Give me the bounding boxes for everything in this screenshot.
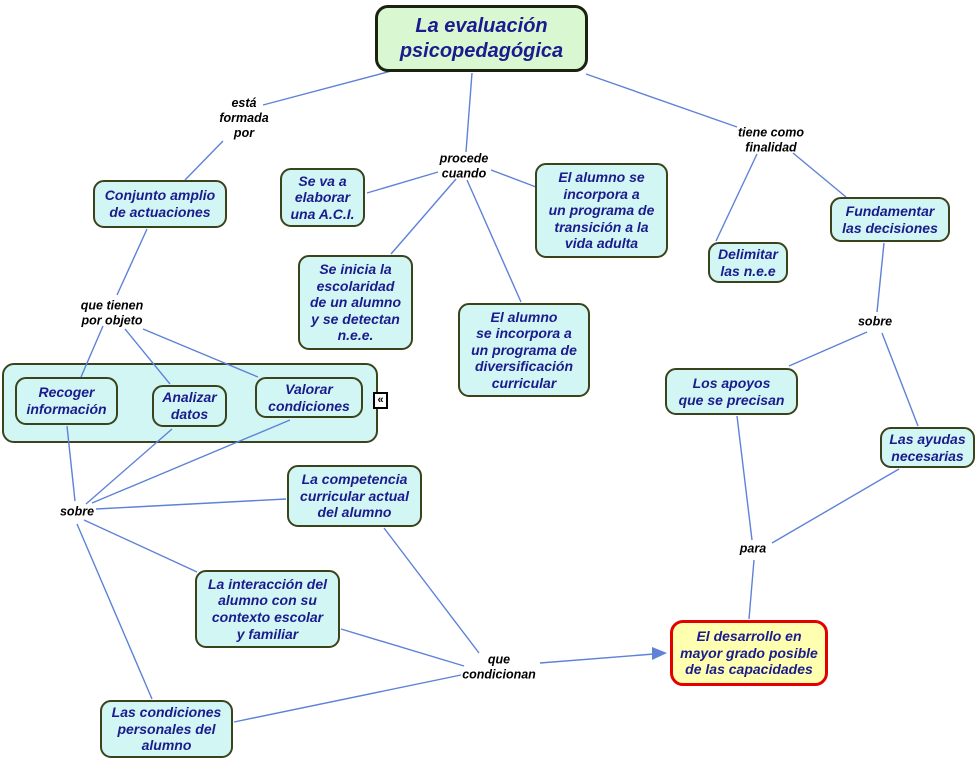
edge-label-que-condicionan: que condicionan <box>462 652 536 681</box>
node-conjunto-amplio[interactable]: Conjunto amplio de actuaciones <box>93 180 227 228</box>
node-title[interactable]: La evaluación psicopedagógica <box>375 5 588 72</box>
collapse-toggle-button[interactable]: « <box>373 392 388 409</box>
arrowhead-icon <box>652 647 667 660</box>
node-recoger-informacion[interactable]: Recoger información <box>15 377 118 425</box>
connector-arrow-line <box>539 653 655 664</box>
connector-line <box>748 559 755 620</box>
edge-label-sobre-left: sobre <box>59 504 95 519</box>
node-valorar-condiciones[interactable]: Valorar condiciones <box>255 377 363 418</box>
connector-line <box>490 169 537 188</box>
node-analizar-datos[interactable]: Analizar datos <box>152 385 227 427</box>
connector-line <box>585 73 738 128</box>
connector-line <box>83 519 198 573</box>
connector-line <box>262 68 400 106</box>
edge-label-que-tienen-por-objeto: que tienen por objeto <box>80 298 144 327</box>
connector-line <box>390 178 457 255</box>
node-inicia-escolaridad[interactable]: Se inicia la escolaridad de un alumno y … <box>298 255 413 350</box>
node-desarrollo-capacidades[interactable]: El desarrollo en mayor grado posible de … <box>670 620 828 686</box>
edge-label-procede-cuando: procede cuando <box>439 151 489 180</box>
node-fundamentar-decisiones[interactable]: Fundamentar las decisiones <box>830 197 950 242</box>
edge-label-para: para <box>739 541 767 556</box>
connector-line <box>715 153 758 242</box>
connector-line <box>466 179 522 303</box>
connector-line <box>233 674 462 723</box>
node-se-va-a-elaborar-aci[interactable]: Se va a elaborar una A.C.I. <box>280 168 365 227</box>
connector-line <box>95 498 287 510</box>
connector-line <box>788 331 868 367</box>
connector-line <box>792 152 847 198</box>
node-ayudas-necesarias[interactable]: Las ayudas necesarias <box>880 427 975 468</box>
node-programa-diversificacion[interactable]: El alumno se incorpora a un programa de … <box>458 303 590 397</box>
node-apoyos-precisan[interactable]: Los apoyos que se precisan <box>665 368 798 415</box>
connector-line <box>876 242 885 313</box>
node-interaccion-contexto[interactable]: La interacción del alumno con su context… <box>195 570 340 648</box>
connector-line <box>116 228 148 296</box>
edge-label-esta-formada-por: está formada por <box>219 95 269 140</box>
connector-line <box>465 72 473 153</box>
connector-line <box>736 415 753 541</box>
edge-label-sobre-right: sobre <box>857 314 893 329</box>
node-competencia-curricular[interactable]: La competencia curricular actual del alu… <box>287 465 422 527</box>
connector-line <box>340 628 465 667</box>
edge-label-tiene-como-finalidad: tiene como finalidad <box>738 125 804 154</box>
node-condiciones-personales[interactable]: Las condiciones personales del alumno <box>100 700 233 758</box>
connector-line <box>771 468 900 544</box>
node-delimitar-nee[interactable]: Delimitar las n.e.e <box>708 242 788 283</box>
connector-line <box>881 332 919 427</box>
connector-line <box>184 140 224 181</box>
connector-line <box>366 171 439 194</box>
connector-line <box>383 527 480 654</box>
node-programa-transicion[interactable]: El alumno se incorpora a un programa de … <box>535 163 668 258</box>
connector-line <box>76 523 153 700</box>
